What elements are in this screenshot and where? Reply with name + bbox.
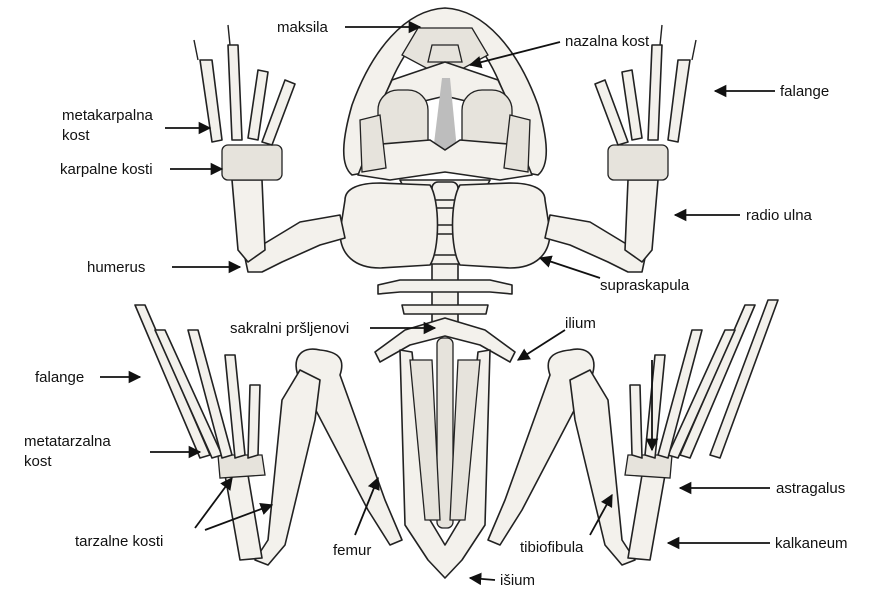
left-leg [135,305,402,565]
label-metakarpalna-2: kost [62,127,90,144]
label-ilium: ilium [565,315,596,332]
arrow-isium [470,578,495,580]
label-maksila: maksila [277,19,329,36]
arrow-supraskapula [540,258,600,278]
label-sakralni: sakralni pršljenovi [230,320,349,337]
label-metatarzalna-1: metatarzalna [24,433,111,450]
label-metatarzalna-2: kost [24,453,52,470]
label-metakarpalna-1: metakarpalna [62,107,154,124]
label-nazalna-kost: nazalna kost [565,33,650,50]
label-astragalus: astragalus [776,480,845,497]
label-tarzalne-kosti: tarzalne kosti [75,533,163,550]
label-karpalne-kosti: karpalne kosti [60,161,153,178]
right-leg [488,300,778,565]
label-falange-left: falange [35,369,84,386]
label-tibiofibula: tibiofibula [520,539,584,556]
arrow-tarzalne-a [195,478,232,528]
skull [344,8,547,180]
right-arm [545,25,696,272]
label-isium: išium [500,572,535,589]
label-kalkaneum: kalkaneum [775,535,848,552]
left-arm [194,25,345,272]
label-supraskapula: supraskapula [600,277,690,294]
label-radio-ulna: radio ulna [746,207,813,224]
label-falange-top: falange [780,83,829,100]
label-humerus: humerus [87,259,145,276]
label-femur: femur [333,542,371,559]
